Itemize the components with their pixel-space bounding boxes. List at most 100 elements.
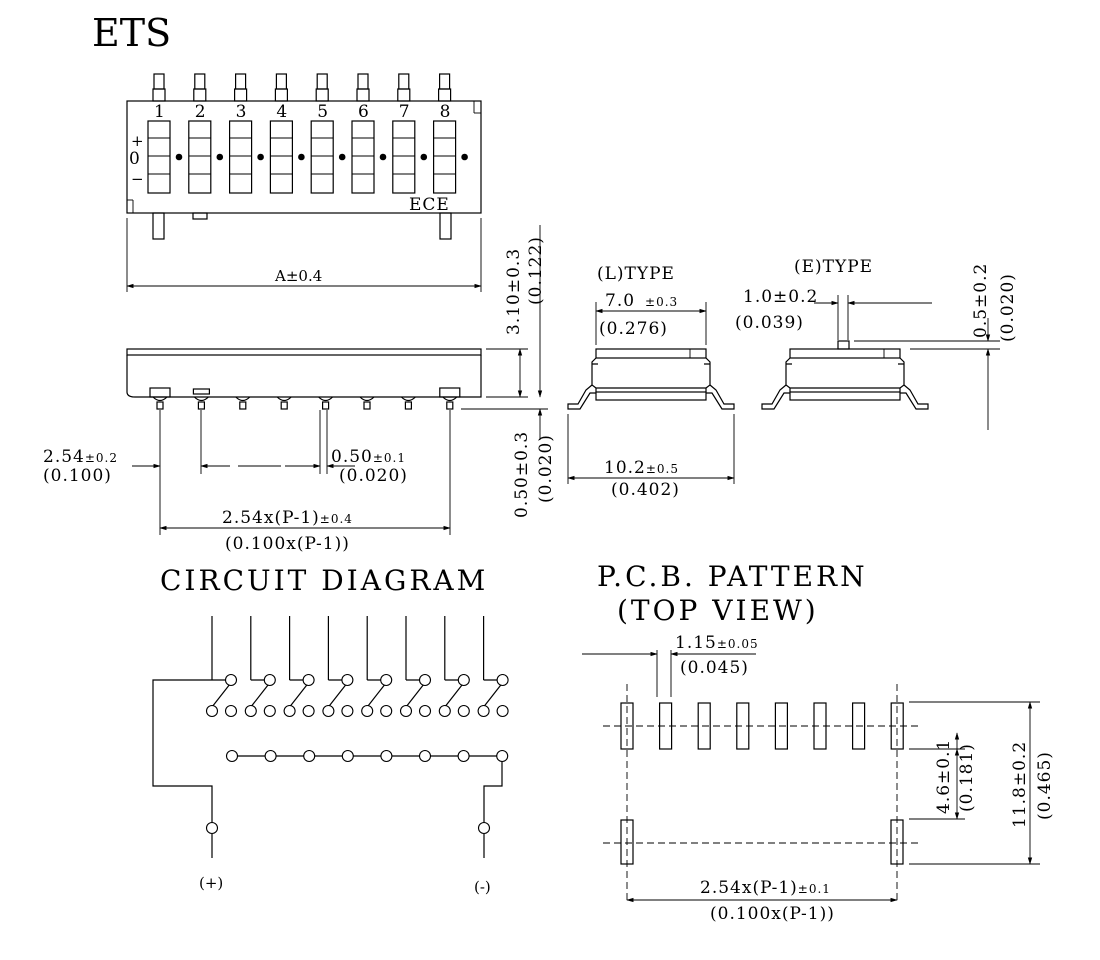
zero-mark: 0 [129,149,141,169]
side-pin-lead [322,401,330,410]
switch-arm [366,683,386,708]
common-node [341,749,354,763]
dim-a-length: A±0.4 [274,267,322,285]
side-pin-pad [149,387,171,398]
actuator-pin-base [397,88,411,102]
actuator-pin-top [153,73,165,90]
dim-height-inch: (0.122) [526,236,546,305]
switch-arm [444,683,464,708]
actuator-pin-top [194,73,206,90]
switch-slot [188,120,212,194]
switch-slot [269,120,293,194]
contact-pivot [244,704,257,718]
dim-lead-inch: (0.020) [536,434,556,503]
contact-top [224,673,238,687]
side-pin-lead [156,401,164,410]
switch-number: 2 [195,102,207,122]
side-pin-curve [359,396,375,402]
common-node [496,749,509,763]
switch-slot [351,120,375,194]
switch-number: 1 [154,102,166,122]
actuator-pin-base [274,88,288,102]
side-pin-lead [404,401,412,410]
side-pin-curve [276,396,292,402]
drawing-title: ETS [92,11,171,55]
switch-number: 6 [358,102,370,122]
contact-pivot [361,704,374,718]
switch-arm [289,683,309,708]
switch-dot [420,153,428,161]
contact-bottom [224,704,238,718]
switch-number: 3 [236,102,248,122]
dim-pin-width-inch: (0.020) [339,466,408,486]
side-pin-curve [193,396,209,402]
l-type-view: (L)TYPE 7.0±0.3 (0.276) 10.2±0.5 (0.402) [567,264,735,500]
pcb-pad-top [697,702,711,750]
side-view: 3.10±0.3 (0.122) 0.50±0.3 (0.020) 2.54±0… [43,225,556,554]
pcb-pattern: P.C.B. PATTERN (TOP VIEW) 1.15±0.05 (0.0… [582,560,1055,924]
actuator-pin-base [315,88,329,102]
contact-pivot [399,704,413,718]
off-mark: − [131,170,144,188]
dim-e-height-inch: (0.020) [998,273,1018,342]
contact-pivot [438,704,451,718]
switch-dot [461,153,468,161]
dim-span-inch: (0.402) [611,480,680,500]
side-pin-lead [280,401,288,410]
side-pin-curve [442,396,458,402]
actuator-pin-top [439,73,451,90]
plus-terminal-label: (+) [199,874,223,892]
dim-l-width: 7.0±0.3 [605,291,678,311]
contact-bottom [341,704,354,718]
actuator-pin-base [234,88,248,102]
actuator-pin-base [193,88,207,102]
common-node [418,749,432,763]
contact-bottom [302,704,315,718]
contact-top [418,673,432,687]
dim-lead: 0.50±0.3 [512,431,532,518]
contact-bottom [496,704,509,718]
circuit-diagram: CIRCUIT DIAGRAM (+) (-) [152,564,509,896]
on-mark: + [131,132,144,150]
pcb-pad-top [851,702,866,750]
actuator-pin-top [235,73,247,90]
dim-total: 2.54x(P-1)±0.4 [222,508,353,528]
switch-arm [405,683,425,708]
actuator-pin-base [152,88,166,102]
e-type-label: (E)TYPE [794,257,873,277]
actuator-pin-top [275,73,287,90]
switch-arm [211,683,231,708]
side-pin-curve [400,396,416,402]
dim-pcb-total: 2.54x(P-1)±0.1 [700,878,831,898]
contact-top [302,673,315,687]
switch-number: 4 [276,102,288,122]
switch-dot [298,153,305,161]
dim-l-width-inch: (0.276) [599,319,668,339]
switch-dot [216,153,224,161]
switch-slot [433,120,457,194]
actuator-pin-top [357,73,369,90]
dim-pitch: 2.54±0.2 [43,447,118,467]
contact-top [263,673,276,687]
side-pin-lead [363,401,371,410]
dim-span: 10.2±0.5 [604,458,679,478]
pcb-pad-top [774,702,789,750]
contact-bottom [380,704,393,718]
side-pin-curve [235,396,251,402]
e-type-view: (E)TYPE 1.0±0.2 (0.039) 0.5±0.2 (0.020) [735,257,1018,430]
switch-arm [327,683,347,708]
switch-slot [229,120,253,194]
switch-slot [392,120,416,194]
contact-pivot [283,704,296,718]
dim-pad-span-inch: (0.465) [1035,751,1055,820]
actuator-pin-base [356,88,370,102]
contact-bottom [457,704,470,718]
switch-slot [147,120,171,194]
dim-e-pin: 1.0±0.2 [743,287,818,307]
l-type-label: (L)TYPE [597,264,675,284]
switch-dot [175,153,183,161]
brand-label: ECE [409,195,450,215]
side-pin-mark [192,388,210,395]
common-node [380,749,393,763]
